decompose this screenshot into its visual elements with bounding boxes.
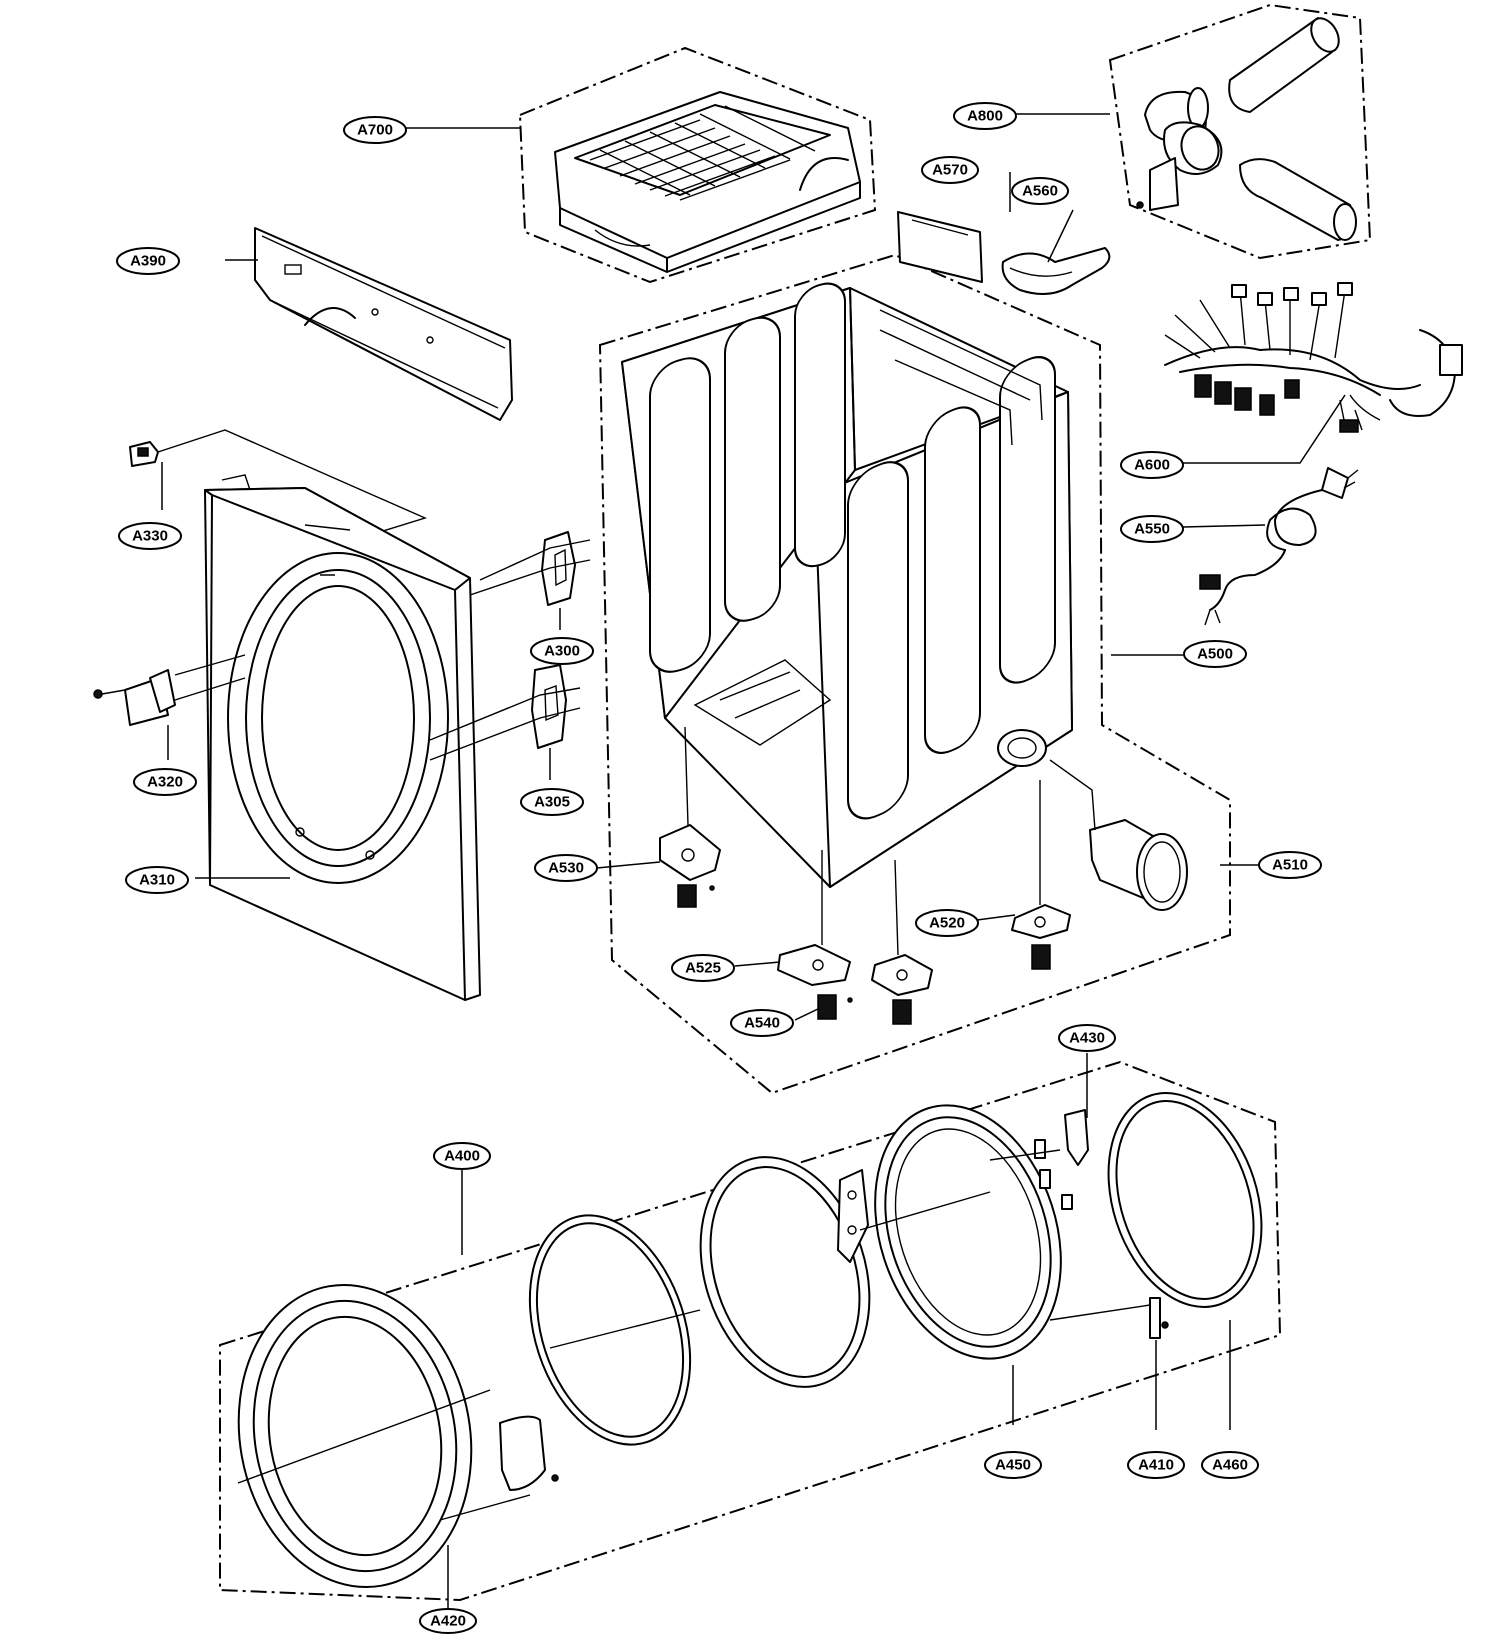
leg-guide-lines	[684, 726, 1041, 956]
door-outer-ring-part	[237, 1283, 473, 1589]
door-hook-part	[1034, 1109, 1089, 1210]
svg-text:A420: A420	[430, 1613, 466, 1630]
power-cord-part	[1199, 467, 1359, 626]
svg-text:A320: A320	[147, 774, 183, 791]
svg-text:A550: A550	[1134, 521, 1170, 538]
svg-text:A540: A540	[744, 1015, 780, 1032]
leg-bracket-front-left-part	[659, 824, 721, 908]
callout-a450: A450	[984, 1451, 1042, 1479]
callout-a800: A800	[953, 102, 1017, 130]
vent-duct-part	[1049, 759, 1188, 911]
svg-text:A500: A500	[1197, 646, 1233, 663]
callout-a525: A525	[671, 954, 735, 982]
door-handle-part	[499, 1415, 559, 1491]
svg-text:A600: A600	[1134, 457, 1170, 474]
leg-bracket-rear-right-part	[1011, 904, 1071, 970]
svg-text:A400: A400	[444, 1148, 480, 1165]
svg-text:A410: A410	[1138, 1457, 1174, 1474]
callout-a460: A460	[1201, 1451, 1259, 1479]
svg-text:A305: A305	[534, 794, 570, 811]
group-boundary-a700	[518, 46, 877, 284]
svg-text:A310: A310	[139, 872, 175, 889]
group-boundary-a400	[219, 1060, 1282, 1602]
callout-a500: A500	[1183, 640, 1247, 668]
callout-a700: A700	[343, 116, 407, 144]
panel-cover-plate-part	[897, 211, 983, 455]
hinge-lower-part	[429, 664, 581, 761]
svg-text:A530: A530	[548, 860, 584, 877]
callout-a420: A420	[419, 1608, 477, 1634]
door-strike-part	[1149, 1297, 1169, 1339]
leg-bracket-rear-left-part	[777, 944, 853, 1020]
hinge-upper-part	[469, 531, 591, 606]
group-boundary-a500	[598, 253, 1231, 1095]
door-gasket-ring-part	[528, 1214, 692, 1446]
svg-text:A450: A450	[995, 1457, 1031, 1474]
svg-text:A520: A520	[929, 915, 965, 932]
leader-lines	[161, 113, 1346, 1620]
callout-a560: A560	[1011, 177, 1069, 205]
callout-a400: A400	[433, 1142, 491, 1170]
lint-filter-basket-part	[554, 91, 861, 273]
callout-a550: A550	[1120, 515, 1184, 543]
callout-a530: A530	[534, 854, 598, 882]
callout-a320: A320	[133, 768, 197, 796]
callout-a570: A570	[921, 156, 979, 184]
callout-a390: A390	[116, 247, 180, 275]
svg-text:A460: A460	[1212, 1457, 1248, 1474]
svg-text:A510: A510	[1272, 857, 1308, 874]
svg-text:A430: A430	[1069, 1030, 1105, 1047]
svg-text:A570: A570	[932, 162, 968, 179]
callout-a520: A520	[915, 909, 979, 937]
door-hinge-bracket-part	[837, 1169, 869, 1263]
svg-text:A700: A700	[357, 122, 393, 139]
svg-text:A800: A800	[967, 108, 1003, 125]
callout-a600: A600	[1120, 451, 1184, 479]
callout-a330: A330	[118, 522, 182, 550]
svg-text:A390: A390	[130, 253, 166, 270]
callout-a510: A510	[1258, 851, 1322, 879]
callout-a430: A430	[1058, 1024, 1116, 1052]
svg-text:A330: A330	[132, 528, 168, 545]
svg-text:A300: A300	[544, 643, 580, 660]
cabinet-frame-part	[621, 282, 1073, 888]
leg-bracket-front-right-part	[871, 954, 933, 1025]
callout-a300: A300	[530, 637, 594, 665]
group-boundary-a800	[1108, 3, 1372, 260]
callout-a305: A305	[520, 788, 584, 816]
svg-text:A560: A560	[1022, 183, 1058, 200]
door-inner-frame-part	[874, 1104, 1062, 1360]
door-alignment-lines	[237, 1149, 1151, 1521]
callout-a540: A540	[730, 1009, 794, 1037]
control-panel-bracket-part	[254, 227, 513, 421]
front-panel-part	[204, 474, 481, 1001]
door-latch-part	[93, 654, 246, 726]
door-glass-part	[699, 1156, 871, 1388]
callout-a410: A410	[1127, 1451, 1185, 1479]
svg-text:A525: A525	[685, 960, 721, 977]
wire-harness-part	[1164, 282, 1463, 433]
door-seal-ring-part	[1107, 1092, 1263, 1308]
duct-scoop-part	[1001, 247, 1111, 295]
connector-clip-part	[129, 429, 427, 536]
callout-a310: A310	[125, 866, 189, 894]
exhaust-duct-part	[1136, 17, 1357, 241]
